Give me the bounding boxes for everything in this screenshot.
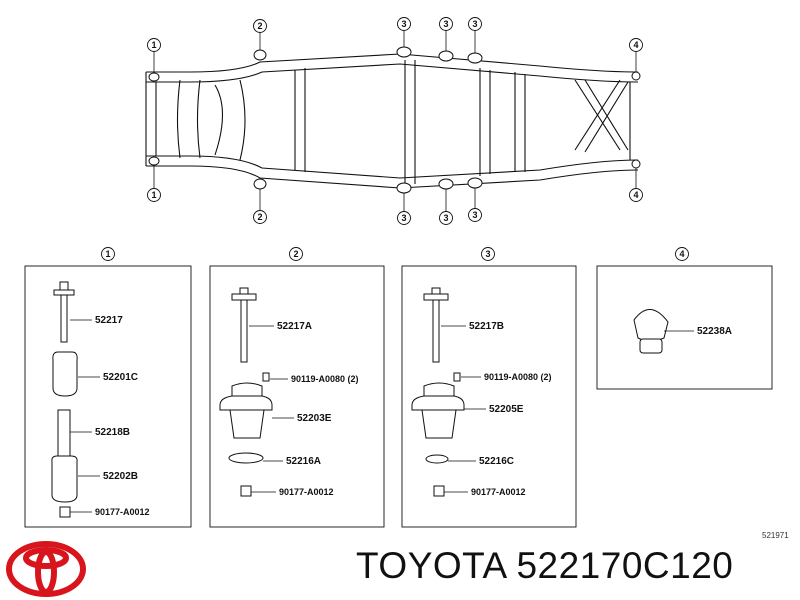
panel2-box (209, 265, 385, 528)
panel1-part-1: 52217 (95, 315, 123, 326)
panel1-part-4: 52202B (103, 471, 138, 482)
brand-name: TOYOTA (356, 545, 506, 586)
panel2-header: 2 (293, 249, 298, 259)
panel4-header: 4 (679, 249, 684, 259)
callout-3-bottom-c: 3 (472, 210, 477, 220)
panel2-part-4: 52216A (286, 456, 321, 467)
panel3-header: 3 (485, 249, 490, 259)
callout-1-top: 1 (151, 40, 156, 50)
callout-3-top-a: 3 (401, 19, 406, 29)
panel1-box (24, 265, 192, 528)
callout-4-bottom: 4 (633, 190, 638, 200)
panel4-box (596, 265, 773, 390)
panel3-part-4: 52216C (479, 456, 514, 467)
panel1-part-2: 52201C (103, 372, 138, 383)
callout-3-top-b: 3 (443, 19, 448, 29)
panel3-part-1: 52217B (469, 321, 504, 332)
callout-2-bottom: 2 (257, 212, 262, 222)
panel2-part-2: 90119-A0080 (2) (291, 374, 359, 384)
panel1-part-5: 90177-A0012 (95, 507, 150, 517)
brand-part-number: TOYOTA 522170C120 (356, 545, 733, 587)
callout-4-top: 4 (633, 40, 638, 50)
callout-1-bottom: 1 (151, 190, 156, 200)
panel1-header: 1 (105, 249, 110, 259)
panel2-part-3: 52203E (297, 413, 332, 424)
panel1-part-3: 52218B (95, 427, 130, 438)
callout-2-top: 2 (257, 21, 262, 31)
frame-upper-rail (146, 53, 639, 73)
panel4-part-1: 52238A (697, 326, 732, 337)
panel2-part-1: 52217A (277, 321, 312, 332)
panel3-box (401, 265, 577, 528)
frame-lower-rail (146, 155, 639, 179)
part-number: 522170C120 (516, 545, 734, 586)
diagram-id: 521971 (762, 531, 789, 540)
toyota-logo (6, 541, 86, 597)
panel3-part-5: 90177-A0012 (471, 487, 526, 497)
callout-3-bottom-a: 3 (401, 213, 406, 223)
callout-3-bottom-b: 3 (443, 213, 448, 223)
panel3-part-2: 90119-A0080 (2) (484, 372, 552, 382)
panel3-part-3: 52205E (489, 404, 524, 415)
callout-3-top-c: 3 (472, 19, 477, 29)
panel2-part-5: 90177-A0012 (279, 487, 334, 497)
